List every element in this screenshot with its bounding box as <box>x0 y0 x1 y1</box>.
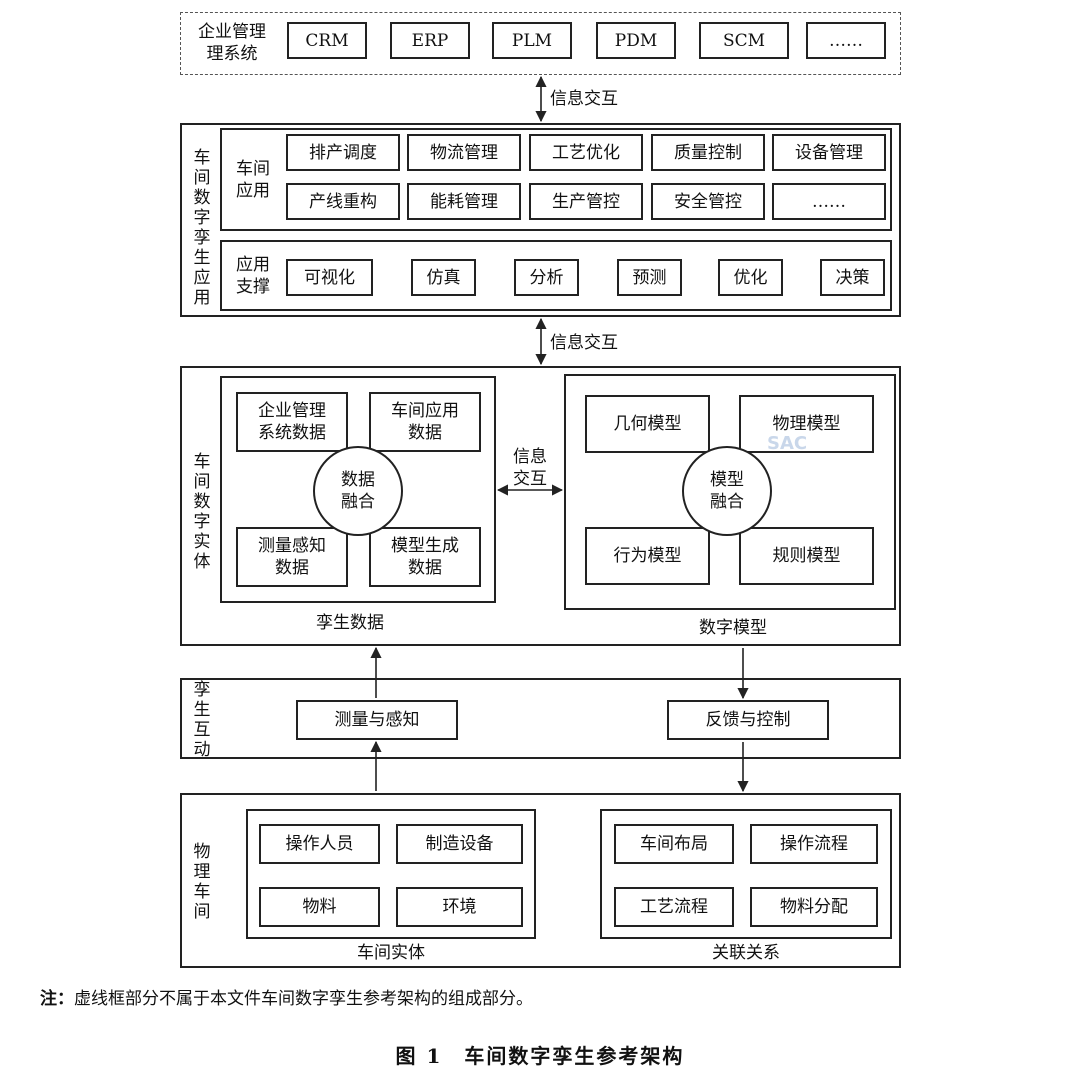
support-decision: 决策 <box>820 259 885 296</box>
app-support-label: 应用 支撑 <box>236 255 270 297</box>
system-scm: SCM <box>699 22 789 59</box>
entity-info-exchange-label: 信息 交互 <box>513 447 547 489</box>
physical-workshop-frame <box>180 793 901 968</box>
twin-interaction-frame <box>180 678 901 759</box>
app-safety-control: 安全管控 <box>651 183 765 220</box>
sac-watermark: SAC <box>767 433 808 454</box>
data-enterprise-systems: 企业管理 系统数据 <box>236 392 348 452</box>
app-more: …… <box>772 183 886 220</box>
entity-material: 物料 <box>259 887 380 927</box>
relation-caption: 关联关系 <box>712 943 780 963</box>
measure-perception-box: 测量与感知 <box>296 700 458 740</box>
system-crm: CRM <box>287 22 367 59</box>
app-quality-control: 质量控制 <box>651 134 765 171</box>
data-measurement: 测量感知 数据 <box>236 527 348 587</box>
physical-workshop-label: 物理车间 <box>193 842 211 922</box>
workshop-app-label: 车间 应用 <box>236 159 270 201</box>
enterprise-systems-frame <box>180 12 901 75</box>
support-optimization: 优化 <box>718 259 783 296</box>
app-production-control: 生产管控 <box>529 183 643 220</box>
info-exchange-label-middle: 信息交互 <box>550 333 618 353</box>
twin-data-frame <box>220 376 496 603</box>
app-equipment: 设备管理 <box>772 134 886 171</box>
app-support-frame <box>220 240 892 311</box>
data-model-generated: 模型生成 数据 <box>369 527 481 587</box>
relation-material-allocation: 物料分配 <box>750 887 878 927</box>
system-pdm: PDM <box>596 22 676 59</box>
support-visualization: 可视化 <box>286 259 373 296</box>
entity-environment: 环境 <box>396 887 523 927</box>
model-geometric: 几何模型 <box>585 395 710 453</box>
twin-data-caption: 孪生数据 <box>316 613 384 633</box>
feedback-control-box: 反馈与控制 <box>667 700 829 740</box>
app-energy: 能耗管理 <box>407 183 521 220</box>
entity-operators: 操作人员 <box>259 824 380 864</box>
support-prediction: 预测 <box>617 259 682 296</box>
footnote-text: 虚线框部分不属于本文件车间数字孪生参考架构的组成部分。 <box>74 989 533 1009</box>
app-process-optimization: 工艺优化 <box>529 134 643 171</box>
enterprise-systems-label: 企业管理 理系统 <box>198 22 266 64</box>
system-more: …… <box>806 22 886 59</box>
footnote: 注：虚线框部分不属于本文件车间数字孪生参考架构的组成部分。 <box>40 988 1040 1010</box>
support-simulation: 仿真 <box>411 259 476 296</box>
workshop-entity-frame <box>246 809 536 939</box>
support-analysis: 分析 <box>514 259 579 296</box>
relation-operation-flow: 操作流程 <box>750 824 878 864</box>
app-scheduling: 排产调度 <box>286 134 400 171</box>
digital-model-frame <box>564 374 896 610</box>
workshop-entity-caption: 车间实体 <box>357 943 425 963</box>
app-logistics: 物流管理 <box>407 134 521 171</box>
twin-application-label: 车间数字孪生应用 <box>193 148 211 308</box>
digital-entity-label: 车间数字实体 <box>193 452 211 572</box>
relation-process-flow: 工艺流程 <box>614 887 734 927</box>
model-fusion-circle: 模型 融合 <box>682 446 772 536</box>
entity-equipment: 制造设备 <box>396 824 523 864</box>
twin-application-frame <box>180 123 901 317</box>
system-plm: PLM <box>492 22 572 59</box>
data-workshop-app: 车间应用 数据 <box>369 392 481 452</box>
model-behavior: 行为模型 <box>585 527 710 585</box>
figure-caption: 图 1 车间数字孪生参考架构 <box>395 1044 685 1068</box>
digital-model-caption: 数字模型 <box>699 618 767 638</box>
workshop-app-frame <box>220 128 892 231</box>
app-line-reconfig: 产线重构 <box>286 183 400 220</box>
data-fusion-circle: 数据 融合 <box>313 446 403 536</box>
info-exchange-label-top: 信息交互 <box>550 89 618 109</box>
model-rule: 规则模型 <box>739 527 874 585</box>
model-physical: 物理模型 <box>739 395 874 453</box>
relation-layout: 车间布局 <box>614 824 734 864</box>
footnote-prefix: 注： <box>40 989 74 1009</box>
twin-interaction-label: 孪生互动 <box>193 680 211 760</box>
digital-entity-frame <box>180 366 901 646</box>
system-erp: ERP <box>390 22 470 59</box>
relation-frame <box>600 809 892 939</box>
